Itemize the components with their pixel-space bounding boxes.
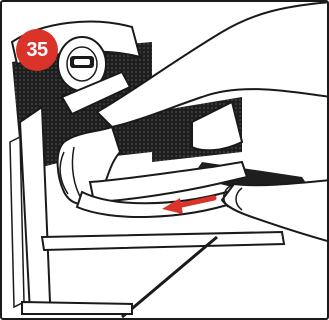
basket-base [22,302,132,314]
basket-strut [122,237,217,317]
step-number-badge: 35 [16,29,58,71]
basket-rail [42,232,284,250]
